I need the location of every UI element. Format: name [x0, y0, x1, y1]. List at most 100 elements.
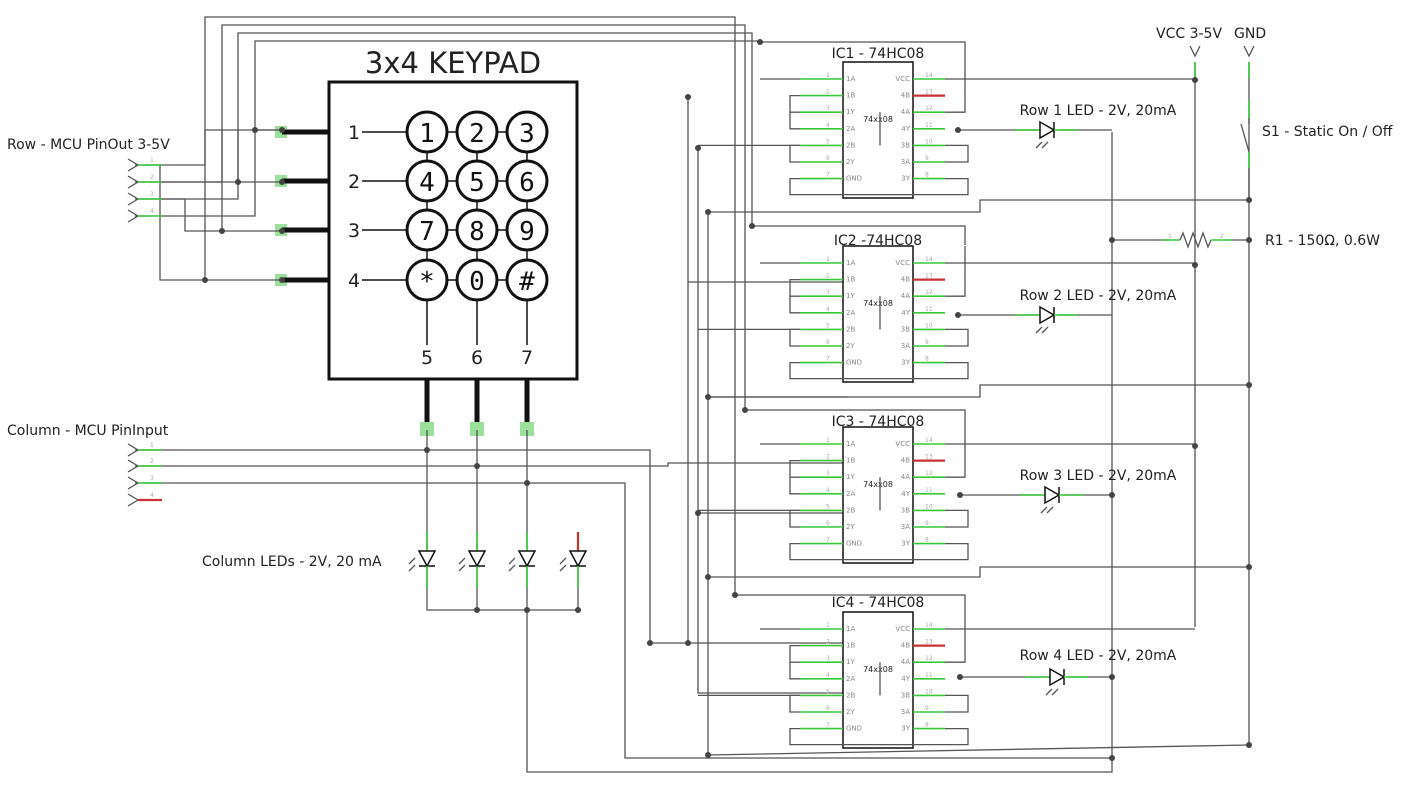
ic-right-pin-number: 11 [925, 487, 933, 494]
resistor-label: R1 - 150Ω, 0.6W [1265, 233, 1380, 249]
ic-right-pin-number: 10 [925, 322, 933, 329]
key-label: 9 [519, 217, 535, 247]
key-label: 5 [469, 168, 485, 198]
column-number: 7 [521, 347, 533, 369]
ic-left-pin-name: 2Y [846, 523, 855, 531]
ic-left-pin-name: 2Y [846, 158, 855, 166]
ic-left-pin-number: 7 [826, 537, 830, 544]
column-pad [470, 422, 484, 436]
ic-part: 74xx08 [863, 299, 893, 308]
ic-left-pin-name: 2Y [846, 708, 855, 716]
row-number: 2 [348, 171, 360, 193]
ic-right-pin-name: 3B [901, 325, 910, 333]
ic-title: IC1 - 74HC08 [832, 46, 925, 62]
row-led-label: Row 4 LED - 2V, 20mA [1020, 648, 1177, 664]
ic-right-pin-name: 4A [901, 473, 910, 481]
ic-part: 74xx08 [863, 115, 893, 124]
key-label: 2 [469, 119, 485, 149]
ic-left-pin-name: 2A [846, 309, 855, 317]
ic-right-pin-name: 4Y [901, 125, 910, 133]
ic-right-pin-name: 3Y [901, 359, 910, 367]
column-led-4 [559, 532, 588, 588]
ic-right-pin-name: 3B [901, 691, 910, 699]
resistor-r1: 1 2 [1162, 231, 1232, 249]
ic-left-pin-number: 3 [826, 470, 830, 477]
ic-left-pin-number: 7 [826, 172, 830, 179]
vcc-symbol [1189, 45, 1201, 83]
ic-right-pin-name: 4B [901, 457, 910, 465]
ic-right-pin-name: 3Y [901, 175, 910, 183]
ic-left-pin-number: 5 [826, 503, 830, 510]
connector-pin-number: 2 [150, 174, 154, 181]
connector-pin-number: 2 [150, 458, 154, 465]
ic-left-pin-name: GND [846, 175, 862, 183]
ic-right-pin-number: 10 [925, 503, 933, 510]
ic-right-pin-name: 4Y [901, 490, 910, 498]
ic-right-pin-name: 3A [901, 158, 910, 166]
connector-pin-number: 4 [150, 208, 154, 215]
column-leds-label: Column LEDs - 2V, 20 mA [202, 554, 382, 570]
ic-right-pin-name: VCC [895, 259, 910, 267]
ic-right-pin-name: 3A [901, 523, 910, 531]
column-number: 6 [471, 347, 483, 369]
key-links [426, 131, 528, 345]
ic-right-pin-name: 4A [901, 292, 910, 300]
row-led-3: Row 3 LED - 2V, 20mA [1020, 468, 1177, 514]
column-led-3 [508, 532, 537, 588]
ic-left-pin-number: 1 [826, 256, 830, 263]
ic-left-pin-number: 3 [826, 289, 830, 296]
ic-left-pin-name: 1B [846, 457, 855, 465]
row-led-label: Row 1 LED - 2V, 20mA [1020, 103, 1177, 119]
ic-left-pin-number: 4 [826, 306, 830, 313]
ic-left-pin-name: 2A [846, 675, 855, 683]
key-label: 7 [419, 217, 435, 247]
column-mcu-label: Column - MCU PinInput [7, 423, 169, 439]
row-led-2: Row 2 LED - 2V, 20mA [1015, 288, 1177, 334]
connector-pin-number: 3 [150, 191, 154, 198]
ic-right-pin-number: 14 [925, 437, 933, 444]
ic-right-pin-number: 8 [925, 172, 929, 179]
ic-left-pin-name: 1Y [846, 292, 855, 300]
key-label: 0 [469, 267, 485, 297]
ic-title: IC2 -74HC08 [834, 233, 922, 249]
ic-right-pin-name: VCC [895, 75, 910, 83]
row-number: 3 [348, 220, 360, 242]
ic-left-pin-number: 7 [826, 356, 830, 363]
ic-right-pin-number: 12 [925, 470, 933, 477]
ic-left-pin-number: 5 [826, 688, 830, 695]
ic-left-pin-name: 1B [846, 92, 855, 100]
ic-right-pin-number: 13 [925, 639, 933, 646]
connector-pin-number: 3 [150, 475, 154, 482]
ic-left-pin-number: 2 [826, 454, 830, 461]
ic-left-pin-number: 7 [826, 722, 830, 729]
ic-left-pin-number: 3 [826, 655, 830, 662]
column-number: 5 [421, 347, 433, 369]
resistor-pin-2: 2 [1220, 233, 1224, 240]
ic-left-pin-number: 3 [826, 105, 830, 112]
key-label: 3 [519, 119, 535, 149]
ic-left-pin-number: 1 [826, 622, 830, 629]
vcc-label: VCC 3-5V [1156, 26, 1222, 42]
ic-left-pin-name: 1A [846, 75, 855, 83]
ic-left-pin-number: 4 [826, 672, 830, 679]
row-led-label: Row 2 LED - 2V, 20mA [1020, 288, 1177, 304]
ic-left-pin-name: 2B [846, 325, 855, 333]
ic-left-pin-name: 1A [846, 440, 855, 448]
ic-left-pin-name: 1B [846, 642, 855, 650]
ic-right-pin-number: 12 [925, 105, 933, 112]
ic-right-pin-number: 8 [925, 722, 929, 729]
ic-body [842, 611, 914, 749]
row-number: 1 [348, 122, 360, 144]
junction-dots [202, 39, 1252, 761]
ic-body [842, 61, 914, 199]
column-led-1 [408, 532, 437, 588]
key-label: * [419, 267, 435, 297]
ic-left-pin-name: 2B [846, 691, 855, 699]
keypad-column-pins: 5 6 7 [420, 347, 534, 436]
